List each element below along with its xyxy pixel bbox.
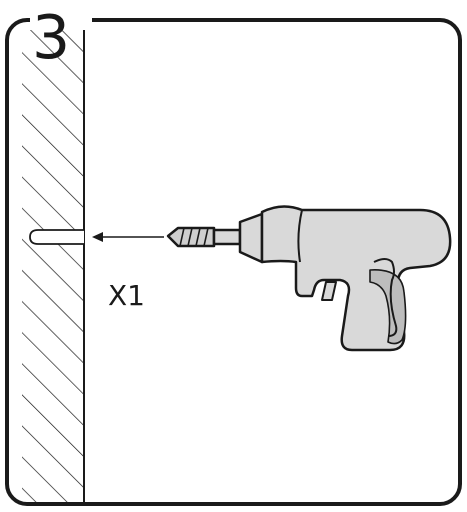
- wall-section: [22, 30, 85, 504]
- quantity-label: X1: [108, 279, 145, 312]
- step-number: 3: [32, 3, 70, 73]
- drill-hole: [29, 229, 84, 245]
- power-drill-icon: [166, 205, 452, 352]
- step-frame: [5, 18, 462, 506]
- arrow-left-icon: [92, 232, 164, 242]
